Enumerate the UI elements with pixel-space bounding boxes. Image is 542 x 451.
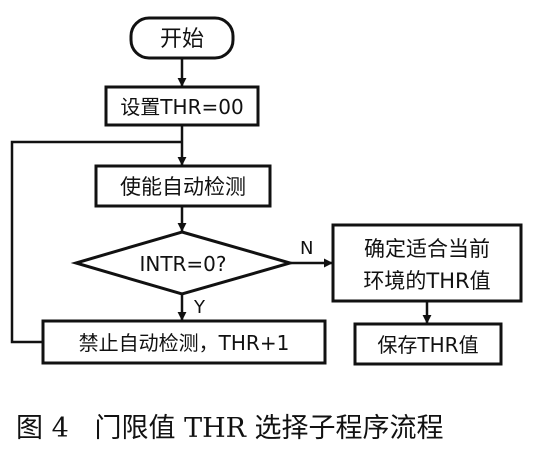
determine-thr-box xyxy=(331,223,523,303)
branch-no-label: N xyxy=(300,238,313,259)
branch-yes-label: Y xyxy=(193,297,206,318)
save-thr-label: 保存THR值 xyxy=(377,333,478,357)
determine-thr-line2: 环境的THR值 xyxy=(363,269,490,293)
save-thr-box xyxy=(353,322,503,366)
enable-auto-detect-label: 使能自动检测 xyxy=(120,175,246,199)
determine-thr-line1: 确定适合当前 xyxy=(364,237,490,261)
set-thr-label: 设置THR=00 xyxy=(120,95,243,119)
figure-caption: 图 4 门限值 THR 选择子程序流程 xyxy=(16,413,444,444)
disable-auto-detect-label: 禁止自动检测，THR+1 xyxy=(79,331,290,355)
start-label: 开始 xyxy=(160,27,204,52)
loop-back-line xyxy=(10,140,182,344)
set-thr-box xyxy=(104,85,260,127)
decision-label: INTR=0? xyxy=(139,252,226,276)
